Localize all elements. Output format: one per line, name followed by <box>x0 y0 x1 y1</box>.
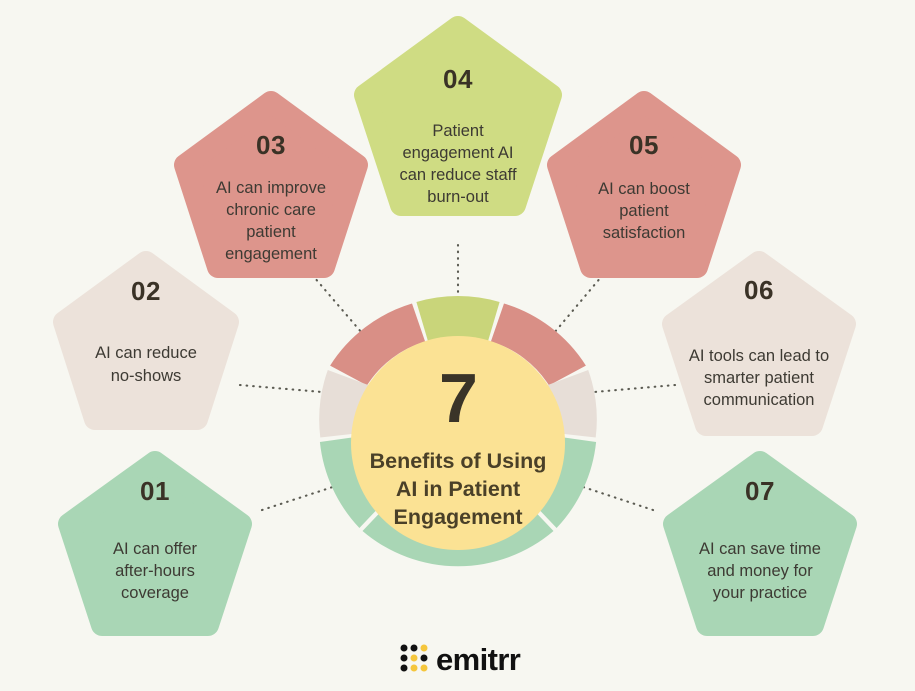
connector-02 <box>238 383 324 394</box>
card-01-number: 01 <box>140 476 170 506</box>
center-title-line-3: Engagement <box>393 505 522 529</box>
ring-segment-03 <box>330 303 426 386</box>
card-06[interactable]: 06 AI tools can lead to smarter patient … <box>662 251 856 436</box>
card-02-line-1: AI can reduce <box>95 344 197 362</box>
card-07-number: 07 <box>745 476 775 506</box>
card-04-number: 04 <box>443 64 473 94</box>
pentagon-03-shape[interactable] <box>174 91 368 278</box>
card-03-line-2: chronic care <box>226 201 316 219</box>
pentagon-07-shape[interactable] <box>663 451 857 636</box>
center-ring <box>319 296 597 567</box>
emitrr-dot-grid-mark <box>400 644 428 672</box>
pentagon-06-shape[interactable] <box>662 251 856 436</box>
emitrr-logo[interactable]: emitrr <box>400 642 521 677</box>
center-number: 7 <box>439 359 477 437</box>
card-05-line-3: satisfaction <box>603 224 686 242</box>
card-02[interactable]: 02 AI can reduce no-shows <box>53 251 239 430</box>
card-04-line-2: engagement AI <box>402 144 513 162</box>
card-01-line-1: AI can offer <box>113 540 198 558</box>
card-07-line-2: and money for <box>707 562 813 580</box>
pentagon-01-shape[interactable] <box>58 451 252 636</box>
center-circle <box>351 336 565 550</box>
card-03-line-1: AI can improve <box>216 179 326 197</box>
ring-segment-04b <box>416 296 458 344</box>
card-03-number: 03 <box>256 130 286 160</box>
card-05-line-2: patient <box>619 202 669 220</box>
card-07-line-3: your practice <box>713 584 807 602</box>
connector-lines <box>238 243 677 512</box>
pentagon-04-shape[interactable] <box>354 16 562 216</box>
connector-07 <box>569 481 655 512</box>
card-04-line-4: burn-out <box>427 188 489 206</box>
card-01[interactable]: 01 AI can offer after-hours coverage <box>58 451 252 636</box>
card-03[interactable]: 03 AI can improve chronic care patient e… <box>174 91 368 278</box>
card-06-line-2: smarter patient <box>704 369 814 387</box>
emitrr-wordmark: emitrr <box>436 642 521 677</box>
card-07-line-1: AI can save time <box>699 540 821 558</box>
center-title-line-1: Benefits of Using <box>370 449 547 473</box>
card-06-line-3: communication <box>704 391 815 409</box>
connector-05 <box>552 268 609 335</box>
card-04-line-1: Patient <box>432 122 484 140</box>
card-05-line-1: AI can boost <box>598 180 690 198</box>
ring-segment-05 <box>490 303 586 386</box>
center-title-line-2: AI in Patient <box>396 477 520 501</box>
card-02-line-2: no-shows <box>111 367 182 385</box>
pentagon-05-shape[interactable] <box>547 91 741 278</box>
ring-segment-04 <box>458 296 500 344</box>
card-06-line-1: AI tools can lead to <box>689 347 829 365</box>
card-04-line-3: can reduce staff <box>399 166 517 184</box>
card-05[interactable]: 05 AI can boost patient satisfaction <box>547 91 741 278</box>
card-03-line-4: engagement <box>225 245 317 263</box>
card-01-line-2: after-hours <box>115 562 195 580</box>
pentagon-02-shape[interactable] <box>53 251 239 430</box>
connector-01 <box>260 481 347 512</box>
card-02-number: 02 <box>131 276 161 306</box>
connector-03 <box>306 268 364 335</box>
card-05-number: 05 <box>629 130 659 160</box>
card-03-line-3: patient <box>246 223 296 241</box>
card-01-line-3: coverage <box>121 584 189 602</box>
card-04[interactable]: 04 Patient engagement AI can reduce staf… <box>354 16 562 216</box>
card-06-number: 06 <box>744 275 774 305</box>
connector-06 <box>592 383 677 394</box>
card-07[interactable]: 07 AI can save time and money for your p… <box>663 451 857 636</box>
